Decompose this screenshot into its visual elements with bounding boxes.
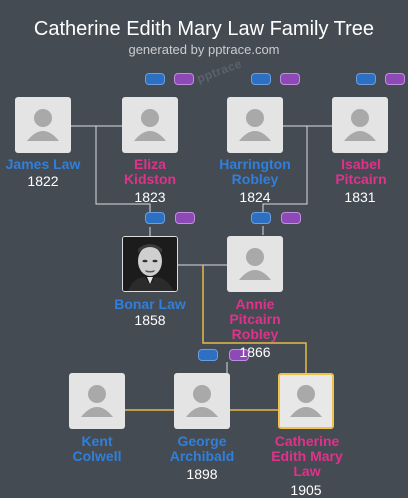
person-card-isabel[interactable]	[332, 97, 388, 153]
mother-chip[interactable]	[281, 212, 301, 224]
person-name[interactable]: Eliza Kidston	[123, 156, 177, 187]
person-name[interactable]: Harrington Robley	[219, 156, 291, 187]
person-silhouette-icon	[290, 385, 322, 417]
person-name[interactable]: James Law	[5, 156, 81, 172]
father-chip[interactable]	[198, 349, 218, 361]
person-name[interactable]: Kent Colwell	[72, 433, 122, 464]
person-silhouette-icon	[239, 248, 271, 280]
page-subtitle: generated by pptrace.com	[128, 42, 280, 57]
person-year: 1858	[134, 312, 166, 328]
person-name[interactable]: Catherine Edith Mary Law	[271, 433, 343, 479]
person-year: 1898	[186, 466, 218, 482]
person-name[interactable]: Bonar Law	[114, 296, 186, 312]
person-card-james[interactable]	[15, 97, 71, 153]
person-name[interactable]: George Archibald	[169, 433, 235, 464]
person-silhouette-icon	[27, 109, 59, 141]
person-year: 1824	[239, 189, 271, 205]
portrait-photo	[123, 237, 177, 291]
person-card-kent[interactable]	[69, 373, 125, 429]
person-year: 1822	[27, 173, 59, 189]
person-card-bonar[interactable]	[122, 236, 178, 292]
person-year: 1823	[134, 189, 166, 205]
person-card-harrington[interactable]	[227, 97, 283, 153]
person-year: 1866	[239, 344, 271, 360]
person-name[interactable]: Annie Pitcairn Robley	[229, 296, 281, 342]
person-card-george[interactable]	[174, 373, 230, 429]
person-card-catherine[interactable]	[278, 373, 334, 429]
father-chip[interactable]	[356, 73, 376, 85]
mother-chip[interactable]	[385, 73, 405, 85]
person-silhouette-icon	[239, 109, 271, 141]
person-year: 1905	[290, 482, 322, 498]
father-chip[interactable]	[145, 73, 165, 85]
person-year: 1831	[344, 189, 376, 205]
page-title: Catherine Edith Mary Law Family Tree	[33, 18, 375, 40]
person-card-eliza[interactable]	[122, 97, 178, 153]
person-name[interactable]: Isabel Pitcairn	[335, 156, 387, 187]
person-silhouette-icon	[186, 385, 218, 417]
mother-chip[interactable]	[174, 73, 194, 85]
mother-chip[interactable]	[280, 73, 300, 85]
person-silhouette-icon	[344, 109, 376, 141]
father-chip[interactable]	[251, 212, 271, 224]
person-card-annie[interactable]	[227, 236, 283, 292]
father-chip[interactable]	[251, 73, 271, 85]
person-silhouette-icon	[134, 109, 166, 141]
father-chip[interactable]	[145, 212, 165, 224]
person-silhouette-icon	[81, 385, 113, 417]
mother-chip[interactable]	[175, 212, 195, 224]
mother-chip[interactable]	[229, 349, 249, 361]
